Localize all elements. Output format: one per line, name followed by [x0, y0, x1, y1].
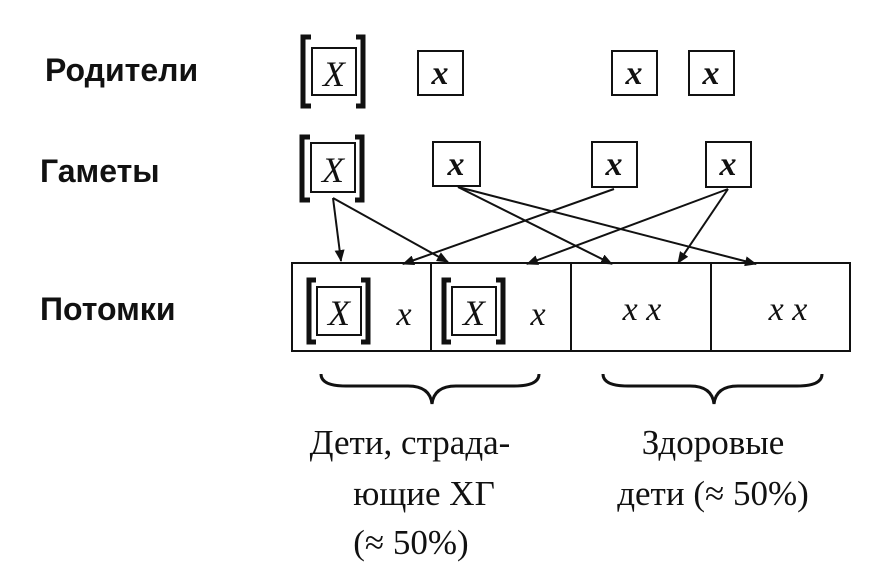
allele-dominant: X	[320, 150, 346, 190]
gamete-mother-normal: x	[432, 141, 481, 187]
row-label-parents: Родители	[45, 52, 198, 88]
allele-recessive: x	[447, 146, 465, 183]
offspring-cell-1: X x	[306, 277, 412, 345]
parent-father-2: x	[688, 50, 735, 96]
allele-box	[705, 141, 752, 188]
caption-line: ющие ХГ	[353, 474, 495, 513]
bracket-left	[441, 277, 451, 345]
allele-box	[432, 141, 481, 187]
offspring-cell-2: X x	[441, 277, 546, 345]
cross-arrows	[332, 186, 757, 267]
caption-healthy-children: Здоровые дети (≈ 50%)	[617, 423, 809, 513]
allele-box	[311, 47, 357, 96]
caption-line: дети (≈ 50%)	[617, 474, 809, 513]
row-label-gametes: Гаметы	[40, 153, 160, 189]
allele-recessive: x	[605, 146, 623, 183]
allele-recessive: x	[395, 296, 411, 333]
caption-line: Здоровые	[642, 423, 785, 462]
allele-box	[310, 142, 356, 193]
allele-recessive: x	[625, 55, 643, 92]
allele-box	[591, 141, 638, 188]
allele-dominant: X	[326, 293, 352, 333]
gamete-father-1: x	[591, 141, 638, 188]
bracket-left	[306, 277, 316, 345]
allele-recessive: x	[719, 146, 737, 183]
parent-mother-normal: x	[417, 50, 464, 96]
caption-sick-children: Дети, страда- ющие ХГ (≈ 50%)	[310, 423, 511, 562]
arrow-mother-affected-to-child-1	[332, 197, 345, 262]
brace-healthy	[601, 373, 824, 405]
bracket-right	[496, 277, 506, 345]
allele-box	[611, 50, 658, 96]
allele-box	[451, 286, 497, 336]
parent-mother-affected: X	[300, 34, 366, 109]
offspring-cell-4-genotype: x x	[768, 291, 808, 328]
arrow-father2-to-child-2	[526, 188, 729, 265]
row-label-offspring: Потомки	[40, 291, 175, 327]
offspring-cell-3-genotype: x x	[622, 291, 662, 328]
bracket-right	[356, 34, 366, 109]
caption-line: (≈ 50%)	[353, 523, 468, 562]
arrow-mother-affected-to-child-2	[332, 197, 449, 263]
brace-sick	[319, 373, 541, 405]
allele-dominant: X	[321, 54, 347, 94]
caption-line: Дети, страда-	[310, 423, 511, 462]
allele-dominant: X	[461, 293, 487, 333]
allele-recessive: x	[431, 55, 449, 92]
bracket-right	[355, 134, 365, 203]
arrow-father1-to-child-1	[402, 188, 615, 266]
allele-box	[417, 50, 464, 96]
gamete-mother-affected: X	[299, 134, 365, 203]
arrow-mother-normal-to-child-4	[457, 186, 757, 267]
allele-box	[688, 50, 735, 96]
offspring-table: X x X x x x x x	[291, 262, 851, 352]
gamete-father-2: x	[705, 141, 752, 188]
allele-recessive: x	[529, 296, 545, 333]
arrow-father2-to-child-4	[677, 188, 729, 264]
bracket-left	[300, 34, 311, 109]
allele-box	[316, 286, 362, 336]
parent-father-1: x	[611, 50, 658, 96]
arrow-mother-normal-to-child-3	[457, 186, 613, 265]
bracket-left	[299, 134, 310, 203]
allele-recessive: x	[702, 55, 720, 92]
bracket-right	[361, 277, 371, 345]
